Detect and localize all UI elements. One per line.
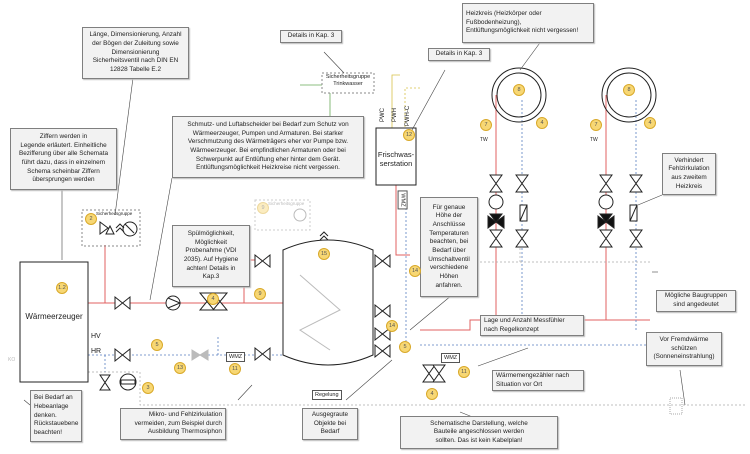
badge-2: 2 bbox=[85, 213, 97, 225]
badge-1-2: 1.2 bbox=[56, 282, 68, 294]
hv-label: HV bbox=[91, 333, 101, 340]
badge-4b: 4 bbox=[426, 388, 438, 400]
heat-generator bbox=[19, 261, 89, 383]
badge-5b: 5 bbox=[399, 341, 411, 353]
note-dirt-air-separator: Schmutz- und Luftabscheider bei Bedarf z… bbox=[172, 116, 364, 178]
pressure-gauge-icon bbox=[122, 221, 138, 237]
radiators bbox=[491, 67, 657, 123]
badge-4d: 4 bbox=[644, 117, 656, 129]
note-connection-height: Für genaue Höhe der Anschlüsse Temperatu… bbox=[420, 197, 478, 297]
heat-meter-box-3: WMZ bbox=[397, 190, 408, 210]
sicherheitsgruppe-trinkwasser-box bbox=[321, 72, 375, 94]
note-micro-circulation: Mikro- und Fehlzirkulation vermeiden, zu… bbox=[120, 408, 226, 440]
safety-group-box bbox=[81, 209, 141, 247]
temperature-sensor-label-1: TW bbox=[480, 137, 488, 143]
badge-3: 3 bbox=[142, 382, 154, 394]
badge-9a: 9 bbox=[257, 202, 269, 214]
heat-meter-box-1: WMZ bbox=[226, 352, 246, 362]
heat-exchanger-coil bbox=[299, 274, 341, 351]
mixing-valves bbox=[191, 213, 615, 361]
note-details-ch3-a: Details in Kap. 3 bbox=[280, 30, 342, 43]
badge-7b: 7 bbox=[590, 119, 602, 131]
vent-icon bbox=[115, 223, 125, 233]
badge-4a: 4 bbox=[207, 293, 219, 305]
note-heat-meter: Wärmemengezähler nach Situation vor Ort bbox=[492, 370, 584, 391]
badge-4c: 4 bbox=[536, 117, 548, 129]
safety-group-label: Sicherheitsgruppe bbox=[96, 211, 133, 216]
note-sensor-position: Lage und Anzahl Messfühler nach Regelkon… bbox=[480, 315, 584, 336]
optional-safety-group-label: Sicherheitsgruppe bbox=[268, 201, 305, 206]
badge-14a: 14 bbox=[409, 265, 421, 277]
note-greyed-objects: Ausgegraute Objekte bei Bedarf bbox=[302, 408, 358, 440]
pwh-label: PWH bbox=[392, 108, 398, 122]
note-possible-assemblies: Mögliche Baugruppen sind angedeutet bbox=[656, 290, 736, 312]
note-schematic-only: Schematische Darstellung, welche Bauteil… bbox=[400, 416, 558, 449]
badge-14b: 14 bbox=[386, 320, 398, 332]
sun-protection-hatch bbox=[669, 397, 683, 415]
badge-13: 13 bbox=[174, 362, 186, 374]
note-lifting-system: Bei Bedarf an Hebeanlage denken. Rücksta… bbox=[30, 390, 82, 442]
safety-valve-icon bbox=[99, 221, 115, 235]
note-heating-circuit: Heizkreis (Heizkörper oder Fußbodenheizu… bbox=[462, 3, 594, 43]
control-box: Regelung bbox=[312, 390, 342, 400]
note-protect-external-heat: Vor Fremdwärme schützen (Sonneneinstrahl… bbox=[646, 332, 722, 366]
hr-label: HR bbox=[91, 348, 102, 355]
note-dimensioning: Länge, Dimensionierung, Anzahl der Bögen… bbox=[82, 27, 189, 79]
buffer-storage bbox=[282, 239, 374, 366]
badge-8b: 8 bbox=[623, 84, 635, 96]
note-prevent-misc-circulation: Verhindert Fehlzirkulation aus zweitem H… bbox=[662, 153, 716, 195]
note-numbering-legend: Ziffern werden in Legende erläutert. Ein… bbox=[10, 128, 117, 190]
heat-generator-label: Wärmeerzeuger bbox=[25, 312, 83, 321]
vent-icon-storage bbox=[319, 231, 329, 241]
valves bbox=[99, 174, 643, 391]
grey-lines bbox=[88, 245, 745, 406]
safety-group-drinking-label: Sicherheitsgruppe Trinkwasser bbox=[325, 74, 371, 87]
fresh-water-station-label: Frischwas- serstation bbox=[377, 150, 415, 168]
badge-11b: 11 bbox=[458, 366, 470, 378]
badge-5a: 5 bbox=[151, 339, 163, 351]
badge-9b: 9 bbox=[254, 288, 266, 300]
heat-meter-box-2: WMZ bbox=[441, 353, 461, 363]
badge-8a: 8 bbox=[513, 84, 525, 96]
note-details-ch3-b: Details in Kap. 3 bbox=[428, 48, 490, 61]
pwhc-label: PWH-C bbox=[405, 105, 412, 127]
pumps bbox=[119, 194, 614, 391]
optional-safety-group-box bbox=[254, 199, 311, 231]
note-flushing: Spülmöglichkeit, Möglichkeit Probenahme … bbox=[172, 225, 250, 287]
ko-label: KO bbox=[8, 357, 16, 363]
badge-15: 15 bbox=[318, 248, 330, 260]
temperature-sensor-label-2: TW bbox=[590, 137, 598, 143]
pwc-label: PWC bbox=[380, 108, 386, 122]
badge-11a: 11 bbox=[229, 363, 241, 375]
badge-12: 12 bbox=[403, 129, 415, 141]
badge-7a: 7 bbox=[480, 119, 492, 131]
